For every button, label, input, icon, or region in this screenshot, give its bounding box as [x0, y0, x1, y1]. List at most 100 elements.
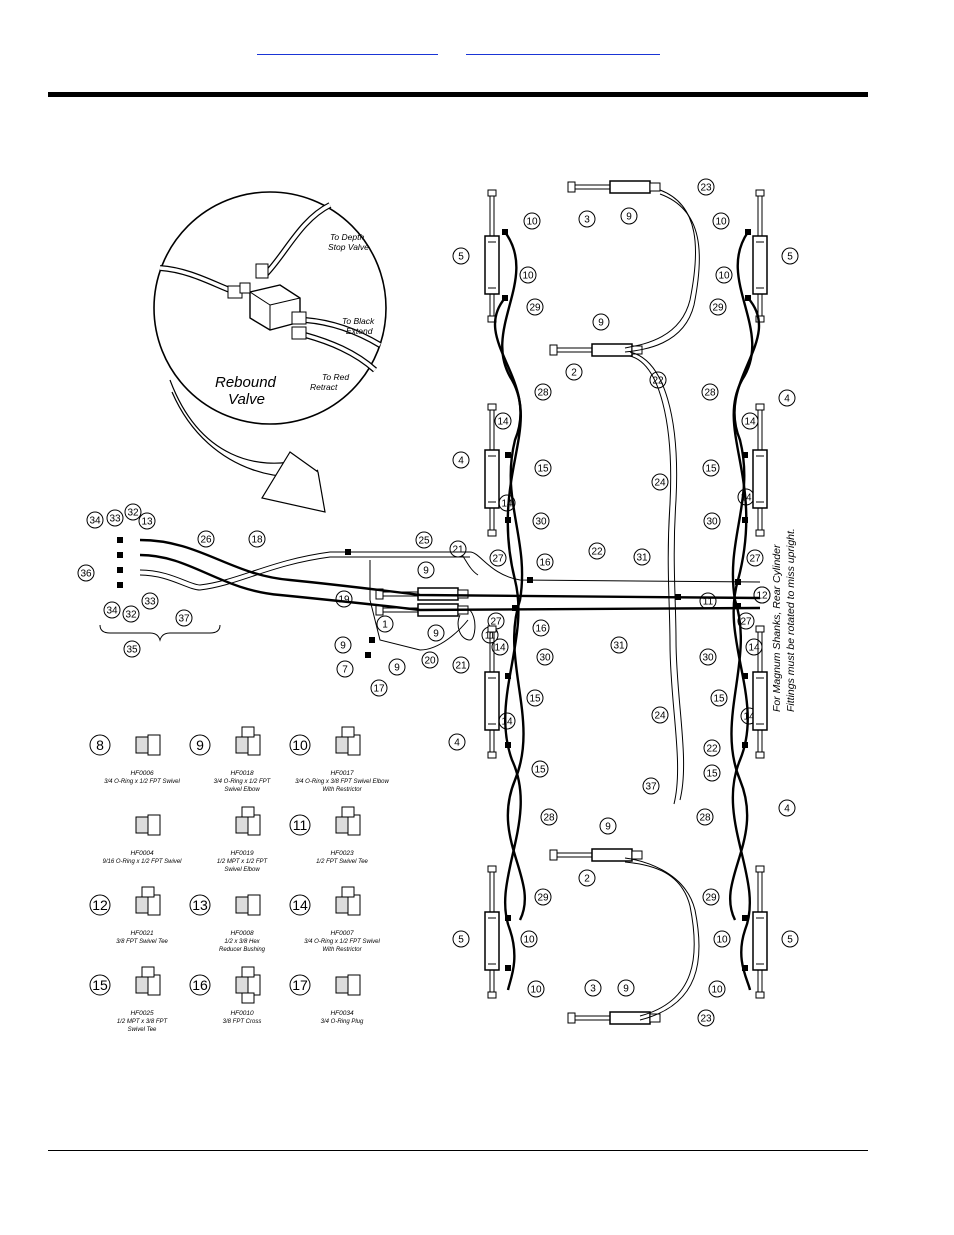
- svg-text:1: 1: [382, 620, 388, 631]
- callout-32: 32: [124, 503, 142, 521]
- side-note-line1: For Magnum Shanks, Rear Cylinder: [771, 544, 783, 712]
- svg-text:34: 34: [89, 516, 101, 527]
- callout-10: 10: [715, 266, 733, 284]
- svg-text:28: 28: [704, 388, 716, 399]
- svg-text:10: 10: [522, 271, 534, 282]
- svg-text:29: 29: [537, 893, 549, 904]
- svg-text:9: 9: [423, 566, 429, 577]
- svg-text:30: 30: [706, 517, 718, 528]
- side-note: For Magnum Shanks, Rear Cylinder Fitting…: [771, 528, 797, 712]
- to-black-1: To Black: [342, 316, 375, 326]
- fitting-picture: [235, 894, 261, 916]
- callout-5: 5: [452, 247, 470, 265]
- fitting-desc: 3/4 O-Ring x 1/2 FPT Swivel: [304, 939, 380, 945]
- fitting-desc: Swivel Tee: [128, 1027, 157, 1033]
- svg-text:14: 14: [744, 417, 756, 428]
- callout-3: 3: [578, 210, 596, 228]
- callout-4: 4: [778, 389, 796, 407]
- svg-text:9: 9: [605, 822, 611, 833]
- svg-text:20: 20: [424, 656, 436, 667]
- fitting-number: 16: [192, 977, 208, 993]
- svg-text:9: 9: [598, 318, 604, 329]
- nav-link-2[interactable]: [466, 38, 660, 55]
- rebound-valve-detail: Rebound Valve To Depth Stop Valve To Bla…: [153, 191, 387, 513]
- hoses-thin: [139, 189, 761, 1021]
- svg-text:5: 5: [787, 252, 793, 263]
- fitting-picture: [135, 814, 161, 836]
- callout-9: 9: [334, 636, 352, 654]
- callout-23: 23: [697, 1009, 715, 1027]
- fitting-desc: 3/4 O-Ring Plug: [321, 1019, 364, 1025]
- fitting-number: 15: [92, 977, 108, 993]
- callout-9: 9: [592, 313, 610, 331]
- svg-text:2: 2: [584, 874, 590, 885]
- svg-text:27: 27: [490, 617, 502, 628]
- bracket-35: [99, 624, 221, 642]
- to-depth-2: Stop Valve: [328, 242, 369, 252]
- svg-text:21: 21: [452, 545, 464, 556]
- svg-text:34: 34: [106, 606, 118, 617]
- svg-text:31: 31: [636, 553, 648, 564]
- hoses-main: [139, 231, 761, 991]
- callout-7: 7: [336, 660, 354, 678]
- svg-text:22: 22: [591, 547, 603, 558]
- svg-text:9: 9: [626, 212, 632, 223]
- svg-text:28: 28: [537, 388, 549, 399]
- svg-text:29: 29: [712, 303, 724, 314]
- callout-34: 34: [86, 511, 104, 529]
- svg-text:4: 4: [454, 738, 460, 749]
- callout-15: 15: [710, 689, 728, 707]
- callout-9: 9: [417, 561, 435, 579]
- to-red-2: Retract: [310, 382, 338, 392]
- nav-link-1[interactable]: [257, 38, 438, 55]
- svg-text:14: 14: [743, 712, 755, 723]
- fitting-desc: 1/2 MPT x 1/2 FPT: [217, 859, 269, 865]
- fitting-code: HF0023: [330, 850, 354, 857]
- callout-14: 14: [494, 412, 512, 430]
- svg-text:2: 2: [571, 368, 577, 379]
- svg-text:3: 3: [590, 984, 596, 995]
- svg-text:23: 23: [700, 183, 712, 194]
- fitting-desc: Swivel Elbow: [224, 787, 260, 793]
- to-depth-1: To Depth: [330, 232, 364, 242]
- fitting-desc: With Restrictor: [322, 947, 362, 953]
- callout-25: 25: [415, 531, 433, 549]
- callout-1: 1: [376, 615, 394, 633]
- svg-text:15: 15: [529, 694, 541, 705]
- fitting-code: HF0018: [230, 770, 254, 777]
- svg-text:22: 22: [706, 744, 718, 755]
- svg-text:30: 30: [539, 653, 551, 664]
- fitting-number: 10: [292, 737, 308, 753]
- svg-text:14: 14: [497, 417, 509, 428]
- svg-text:11: 11: [703, 597, 714, 608]
- callout-15: 15: [526, 689, 544, 707]
- callout-24: 24: [651, 473, 669, 491]
- svg-text:33: 33: [144, 597, 156, 608]
- svg-text:26: 26: [200, 535, 212, 546]
- svg-text:10: 10: [530, 985, 542, 996]
- fitting-desc: Reducer Bushing: [219, 947, 266, 953]
- svg-text:18: 18: [251, 535, 263, 546]
- fitting-number: 14: [292, 897, 308, 913]
- svg-text:23: 23: [700, 1014, 712, 1025]
- fitting-number: 17: [292, 977, 308, 993]
- callout-9: 9: [617, 979, 635, 997]
- fitting-picture: [335, 806, 361, 836]
- callout-2: 2: [578, 869, 596, 887]
- callout-4: 4: [452, 451, 470, 469]
- svg-text:15: 15: [534, 765, 546, 776]
- fitting-picture: [135, 966, 161, 996]
- fitting-desc: Swivel Elbow: [224, 867, 260, 873]
- callout-5: 5: [452, 930, 470, 948]
- callout-28: 28: [534, 383, 552, 401]
- callout-15: 15: [534, 459, 552, 477]
- callout-19: 19: [335, 590, 353, 608]
